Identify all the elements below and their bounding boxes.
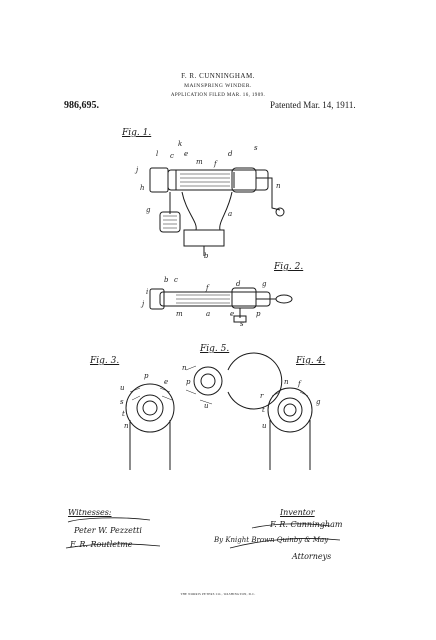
fig2-label-a: a	[206, 310, 211, 318]
fig5-label-p: p	[186, 378, 191, 386]
fig-1-caption: Fig. 1.	[122, 128, 152, 138]
fig2-label-s: s	[240, 320, 244, 328]
fig3-label-p: p	[144, 372, 149, 380]
figure-2-drawing	[149, 287, 293, 323]
figure-5-drawing	[185, 352, 283, 410]
witnesses-heading: Witnesses:	[68, 508, 112, 517]
fig2-label-i: i	[146, 288, 149, 296]
fig2-label-j: j	[142, 300, 145, 308]
fig1-label-h: h	[140, 184, 145, 192]
application-date: APPLICATION FILED MAR. 16, 1909.	[170, 93, 266, 98]
fig1-label-d: d	[228, 150, 233, 158]
fig3-label-n: n	[124, 422, 129, 430]
fig5-label-u: u	[204, 402, 209, 410]
patent-number: 986,695.	[64, 100, 99, 111]
attorneys-label: Attorneys	[292, 552, 332, 561]
fig2-label-f: f	[206, 284, 209, 292]
witness-signature-2: F. R. Routletme	[70, 540, 133, 549]
fig-4-caption: Fig. 4.	[296, 356, 326, 366]
fig1-label-a: a	[228, 210, 233, 218]
inventor-signature: F. R. Cunningham	[270, 520, 343, 529]
printer-footer: THE NORRIS PETERS CO., WASHINGTON, D.C.	[180, 592, 256, 596]
fig1-label-c: c	[170, 152, 174, 160]
fig3-label-t: t	[122, 410, 125, 418]
attorney-by-line: By Knight Brown Quinby & May	[214, 536, 329, 544]
fig4-label-r: r	[260, 392, 264, 400]
fig1-label-l: l	[156, 150, 159, 158]
figure-4-drawing	[267, 387, 313, 470]
fig2-label-b: b	[164, 276, 169, 284]
fig2-label-e: e	[230, 310, 235, 318]
fig1-label-b: b	[204, 252, 209, 260]
fig3-label-s: s	[120, 398, 124, 406]
fig1-label-e: e	[184, 150, 189, 158]
witness-signature-1: Peter W. Pezzetti	[74, 526, 142, 535]
fig4-label-u: u	[262, 422, 267, 430]
fig2-label-c: c	[174, 276, 178, 284]
fig-5-caption: Fig. 5.	[200, 344, 230, 354]
figure-3-drawing	[125, 383, 175, 470]
fig4-label-t: t	[262, 406, 265, 414]
fig-2-caption: Fig. 2.	[274, 262, 304, 272]
fig-3-caption: Fig. 3.	[90, 356, 120, 366]
invention-title: MAINSPRING WINDER.	[184, 83, 252, 89]
fig1-label-k: k	[178, 140, 183, 148]
fig4-label-g: g	[316, 398, 321, 406]
fig1-label-n: n	[276, 182, 281, 190]
fig2-label-p: p	[256, 310, 261, 318]
fig1-label-j: j	[136, 166, 139, 174]
fig2-label-d: d	[236, 280, 241, 288]
fig5-label-n: n	[182, 364, 187, 372]
fig1-label-s: s	[254, 144, 258, 152]
inventor-heading: Inventor	[280, 508, 315, 517]
inventor-name: F. R. CUNNINGHAM.	[181, 72, 255, 80]
fig2-label-m: m	[176, 310, 183, 318]
fig4-label-f: f	[298, 380, 301, 388]
fig1-label-f: f	[214, 160, 217, 168]
fig1-label-m: m	[196, 158, 203, 166]
patent-date: Patented Mar. 14, 1911.	[270, 100, 356, 110]
fig3-label-u: u	[120, 384, 125, 392]
signature-flourishes	[65, 517, 341, 549]
fig3-label-e: e	[164, 378, 169, 386]
fig4-label-n: n	[284, 378, 289, 386]
figure-1-drawing	[149, 167, 285, 256]
fig1-label-g: g	[146, 206, 151, 214]
fig2-label-g: g	[262, 280, 267, 288]
